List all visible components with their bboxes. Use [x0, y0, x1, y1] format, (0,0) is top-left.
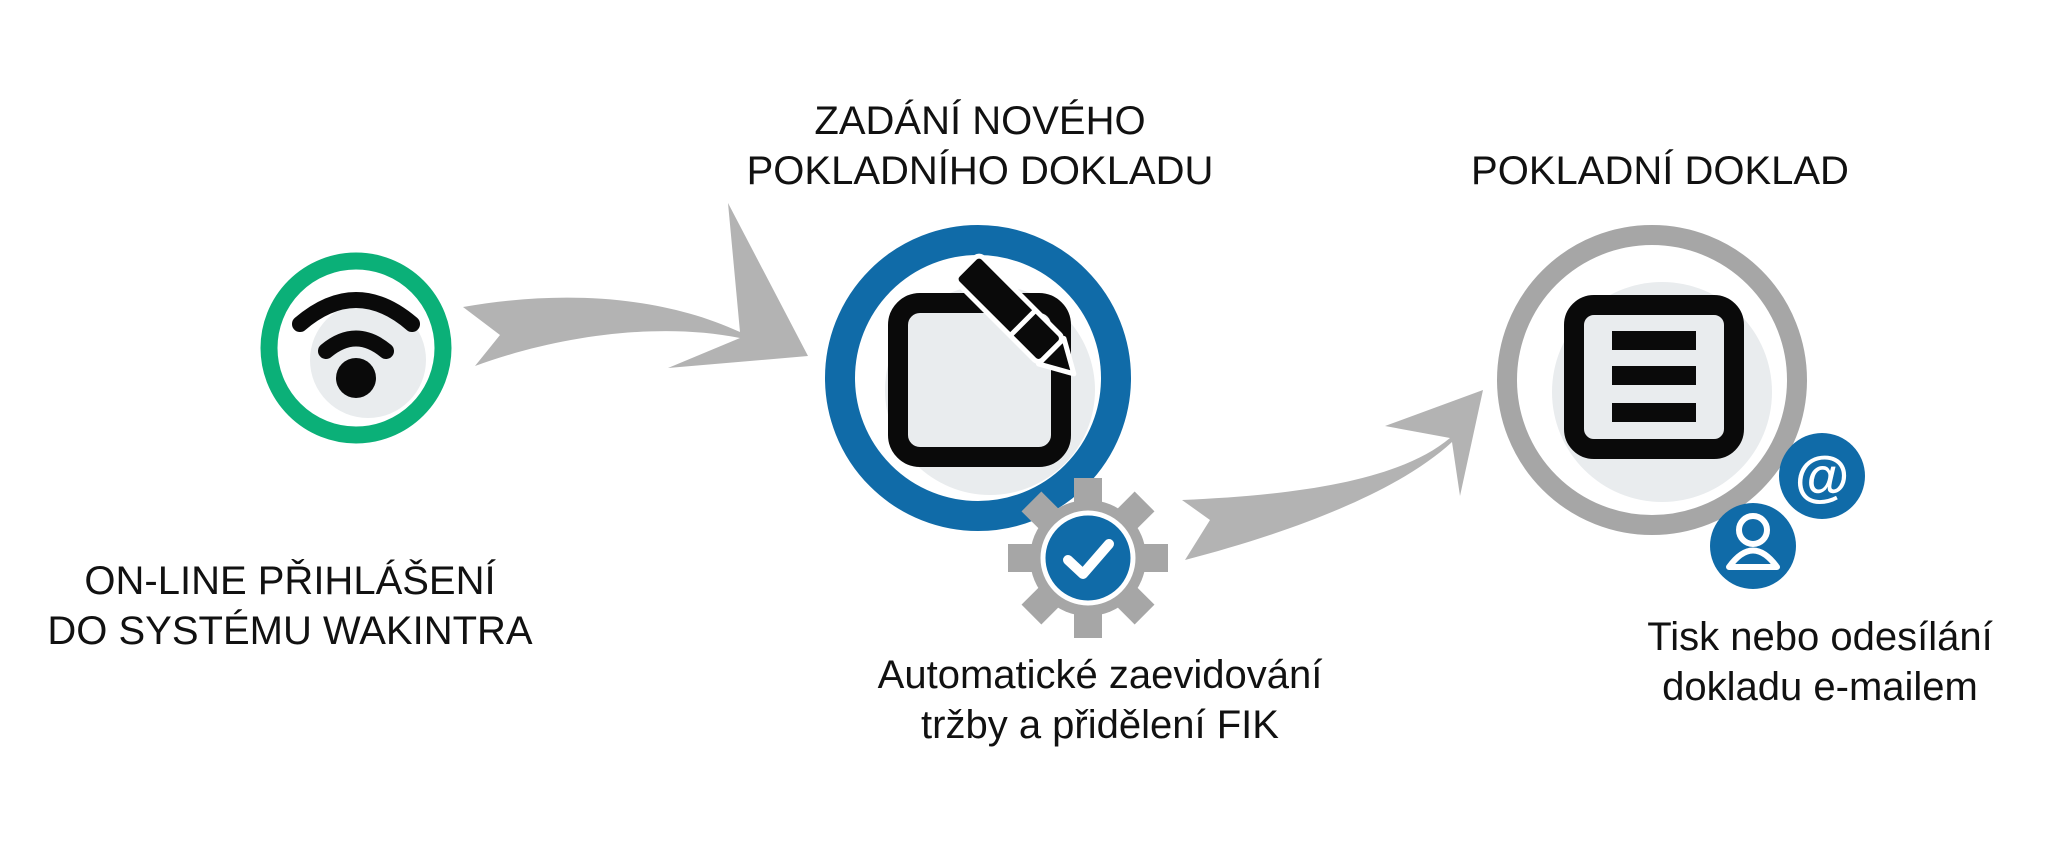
register-note-line-2: tržby a přidělení FIK: [921, 703, 1279, 747]
entry-title: ZADÁNÍ NOVÉHO POKLADNÍHO DOKLADU: [700, 96, 1260, 196]
email-at-icon: @: [1779, 433, 1865, 519]
step-entry: [825, 225, 1131, 531]
gear-check-icon: [1008, 478, 1168, 638]
output-note: Tisk nebo odesílání dokladu e-mailem: [1570, 612, 2048, 712]
wifi-icon: [292, 292, 420, 398]
login-title-line-1: ON-LINE PŘIHLÁŠENÍ: [84, 559, 496, 603]
user-icon: [1710, 503, 1796, 589]
step-login: [260, 252, 452, 444]
output-note-line-2: dokladu e-mailem: [1662, 665, 1978, 709]
arrow-entry-to-receipt: [1182, 390, 1483, 560]
register-note: Automatické zaevidování tržby a přidělen…: [810, 650, 1390, 750]
login-title-line-2: DO SYSTÉMU WAKINTRA: [47, 609, 533, 653]
login-title: ON-LINE PŘIHLÁŠENÍ DO SYSTÉMU WAKINTRA: [10, 556, 570, 656]
entry-title-line-1: ZADÁNÍ NOVÉHO: [814, 99, 1146, 143]
edit-document-icon: [888, 253, 1077, 467]
register-note-line-1: Automatické zaevidování: [877, 653, 1323, 697]
entry-title-line-2: POKLADNÍHO DOKLADU: [746, 149, 1214, 193]
receipt-document-icon: [1564, 295, 1744, 459]
login-icon-backdrop: [310, 302, 426, 418]
arrow-login-to-entry: [463, 203, 808, 368]
output-note-line-1: Tisk nebo odesílání: [1647, 615, 1993, 659]
receipt-title: POKLADNÍ DOKLAD: [1380, 146, 1940, 196]
receipt-title-line-1: POKLADNÍ DOKLAD: [1471, 149, 1849, 193]
step-receipt: [1497, 225, 1807, 535]
svg-text:@: @: [1795, 444, 1850, 507]
